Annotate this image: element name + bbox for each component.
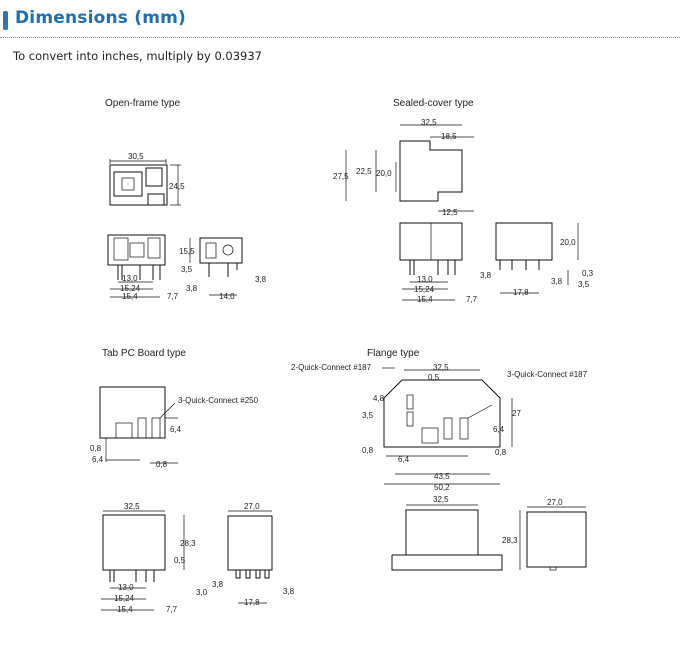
label-flange: Flange type xyxy=(367,348,420,359)
dim-fl-283: 28,3 xyxy=(502,536,518,545)
dim-tp-283: 28,3 xyxy=(180,539,196,548)
dim-fl-502: 50,2 xyxy=(434,483,450,492)
tab-pc-front-view xyxy=(101,510,185,611)
title-bar-icon xyxy=(3,11,8,30)
flange-front-view xyxy=(391,504,521,571)
dim-of-38a: 3,8 xyxy=(186,284,198,293)
tab-pc-side-view xyxy=(227,510,273,604)
dim-tp-38b: 3,8 xyxy=(283,587,295,596)
page-header: Dimensions (mm) xyxy=(0,0,680,40)
dim-fl-325a: 32,5 xyxy=(433,363,449,372)
dim-sc-225: 22,5 xyxy=(356,167,372,176)
dim-sc-200b: 20,0 xyxy=(560,238,576,247)
dim-tp-270: 27,0 xyxy=(244,502,260,511)
page-title: Dimensions (mm) xyxy=(15,8,187,28)
dim-tp-05: 0,5 xyxy=(174,556,186,565)
dim-fl-270: 27,0 xyxy=(547,498,563,507)
dim-sc-154: 15,4 xyxy=(417,295,433,304)
dim-tp-64a: 6,4 xyxy=(92,455,104,464)
dim-tp-178: 17,8 xyxy=(244,598,260,607)
dim-sc-35: 3,5 xyxy=(578,280,590,289)
dim-fl-48: 4,8 xyxy=(373,394,385,403)
open-frame-side-view xyxy=(189,237,243,296)
dim-tp-08a: 0,8 xyxy=(90,444,102,453)
dim-of-155: 15,5 xyxy=(179,247,195,256)
dim-tp-154: 15,4 xyxy=(117,605,133,614)
open-frame-front-view xyxy=(107,234,166,298)
callout-qc187-3: 3-Quick-Connect #187 xyxy=(507,370,588,379)
dim-fl-435: 43,5 xyxy=(434,472,450,481)
dim-fl-27: 27 xyxy=(512,409,521,418)
dim-fl-05: 0,5 xyxy=(428,373,440,382)
tab-pc-top-view xyxy=(99,386,178,464)
dim-tp-08b: 0,8 xyxy=(156,460,168,469)
open-frame-top-view xyxy=(109,159,181,206)
dim-of-35: 3,5 xyxy=(181,265,193,274)
sealed-cover-side-view xyxy=(495,222,579,294)
dim-tp-30: 3,0 xyxy=(196,588,208,597)
dim-sc-1524: 15,24 xyxy=(414,285,435,294)
dim-sc-185: 18,5 xyxy=(441,132,457,141)
flange-side-view xyxy=(526,506,587,571)
dim-fl-08a: 0,8 xyxy=(362,446,374,455)
dim-of-top-h: 24,5 xyxy=(169,182,185,191)
dim-of-140: 14,0 xyxy=(219,292,235,301)
dim-tp-77: 7,7 xyxy=(166,605,178,614)
dim-tp-64b: 6,4 xyxy=(170,425,182,434)
dim-fl-64b: 6,4 xyxy=(493,425,505,434)
dim-sc-38a: 3,8 xyxy=(480,271,492,280)
dim-sc-178: 17,8 xyxy=(513,288,529,297)
dim-sc-325: 32,5 xyxy=(421,118,437,127)
label-tab-pc: Tab PC Board type xyxy=(102,348,186,359)
dim-of-38b: 3,8 xyxy=(255,275,267,284)
dim-tp-1524: 15,24 xyxy=(114,594,135,603)
dim-fl-325b: 32,5 xyxy=(433,495,449,504)
dim-of-13: 13,0 xyxy=(122,274,138,283)
dim-fl-35: 3,5 xyxy=(362,411,374,420)
dim-sc-200a: 20,0 xyxy=(376,169,392,178)
callout-qc250: 3-Quick-Connect #250 xyxy=(178,396,259,405)
dim-sc-38b: 3,8 xyxy=(551,277,563,286)
dim-fl-64a: 6,4 xyxy=(398,455,410,464)
dim-tp-325: 32,5 xyxy=(124,502,140,511)
conversion-note: To convert into inches, multiply by 0.03… xyxy=(13,49,263,63)
flange-top-view xyxy=(382,367,513,485)
label-sealed-cover: Sealed-cover type xyxy=(393,98,474,109)
dim-sc-13: 13,0 xyxy=(417,275,433,284)
title-divider xyxy=(0,37,680,38)
dim-fl-08b: 0,8 xyxy=(495,448,507,457)
dim-sc-03: 0,3 xyxy=(582,269,594,278)
dim-sc-125: 12,5 xyxy=(442,208,458,217)
dim-sc-275: 27,5 xyxy=(333,172,349,181)
callout-qc187-2: 2-Quick-Connect #187 xyxy=(291,363,372,372)
dim-of-1524: 15,24 xyxy=(120,284,141,293)
dim-of-top-w: 30,5 xyxy=(128,152,144,161)
sealed-cover-top-view xyxy=(345,124,474,212)
dim-tp-13: 13,0 xyxy=(118,583,134,592)
sealed-cover-front-view xyxy=(399,222,463,301)
label-open-frame: Open-frame type xyxy=(105,98,180,109)
dim-sc-77: 7,7 xyxy=(466,295,478,304)
dim-of-154: 15,4 xyxy=(122,292,138,301)
dim-of-77: 7,7 xyxy=(167,292,179,301)
dim-tp-38a: 3,8 xyxy=(212,580,224,589)
